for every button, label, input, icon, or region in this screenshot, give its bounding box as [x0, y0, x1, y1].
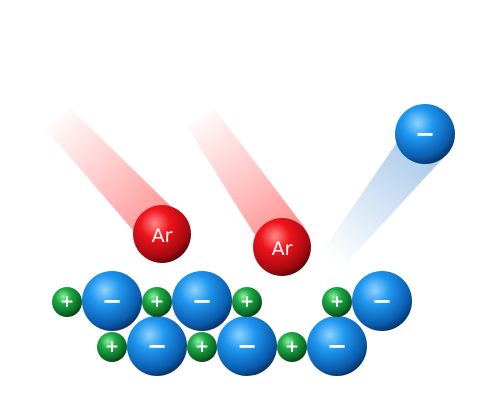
positive-ion: + [277, 332, 307, 362]
ejected-negative-ion: − [395, 104, 455, 164]
ejected-ion-trail [315, 132, 446, 268]
negative-ion: − [172, 271, 232, 331]
positive-ion: + [52, 287, 82, 317]
lattice-bottom-row: + − + − + − [97, 316, 367, 376]
negative-ion: − [217, 316, 277, 376]
argon-ion-right: Ar [253, 218, 311, 276]
negative-ion: − [127, 316, 187, 376]
positive-ion: + [187, 332, 217, 362]
positive-ion: + [97, 332, 127, 362]
negative-ion: − [82, 271, 142, 331]
argon-ion-left: Ar [133, 205, 191, 263]
positive-ion: + [322, 287, 352, 317]
negative-ion: − [307, 316, 367, 376]
positive-ion: + [142, 287, 172, 317]
positive-ion: + [232, 287, 262, 317]
negative-ion: − [352, 271, 412, 331]
